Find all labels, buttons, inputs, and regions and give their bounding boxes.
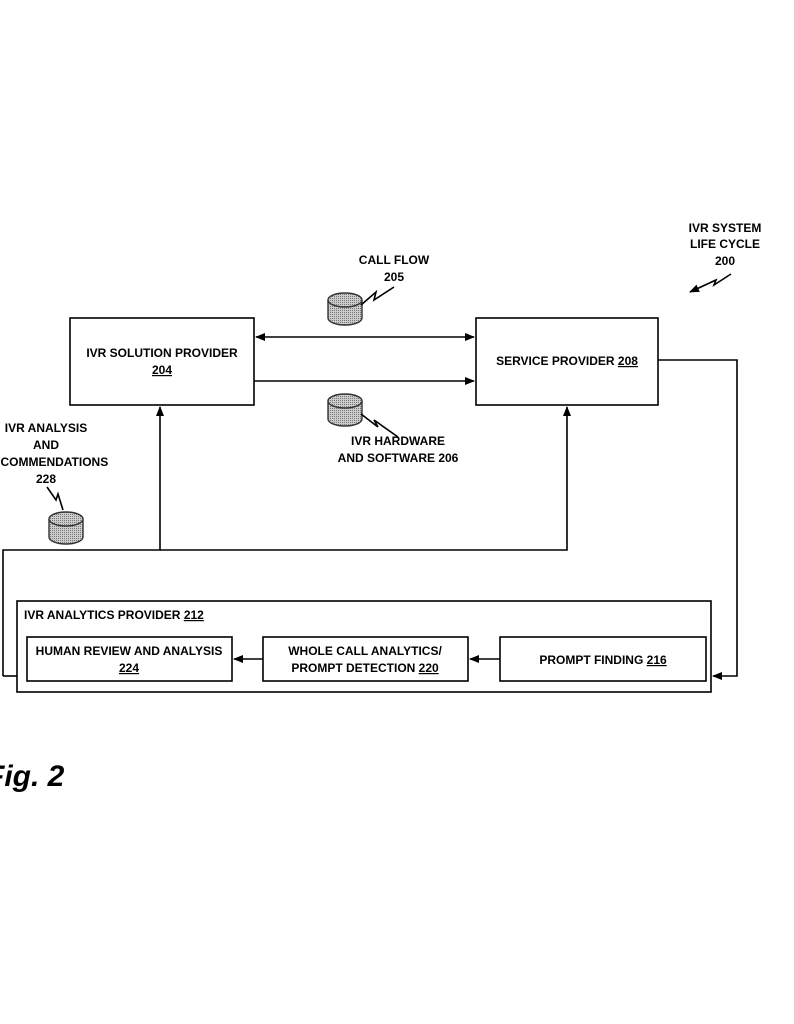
svg-text:SERVICE PROVIDER 208: SERVICE PROVIDER 208 <box>496 354 638 368</box>
service-provider-box: SERVICE PROVIDER 208 <box>475 317 659 406</box>
svg-text:224: 224 <box>119 661 139 675</box>
feedback-to-service-arrow <box>160 406 571 551</box>
hardware-database-icon <box>327 393 399 438</box>
svg-text:PROMPT FINDING 216: PROMPT FINDING 216 <box>539 653 667 667</box>
whole-call-analytics-box: WHOLE CALL ANALYTICS/ PROMPT DETECTION 2… <box>262 636 469 682</box>
svg-text:HUMAN REVIEW AND ANALYSIS: HUMAN REVIEW AND ANALYSIS <box>36 644 223 658</box>
recommendations-database-icon <box>46 486 84 545</box>
svg-text:RECOMMENDATIONS: RECOMMENDATIONS <box>0 455 108 469</box>
svg-text:IVR SYSTEM: IVR SYSTEM <box>689 221 762 235</box>
human-review-box: HUMAN REVIEW AND ANALYSIS 224 <box>26 636 233 682</box>
svg-text:PROMPT DETECTION 220: PROMPT DETECTION 220 <box>291 661 439 675</box>
lead-arrow-200 <box>689 273 732 293</box>
svg-text:204: 204 <box>152 363 172 377</box>
recommendations-label: IVR ANALYSIS AND RECOMMENDATIONS 228 <box>0 421 108 486</box>
svg-text:AND SOFTWARE 206: AND SOFTWARE 206 <box>338 451 459 465</box>
svg-text:CALL FLOW: CALL FLOW <box>359 253 430 267</box>
svg-text:WHOLE CALL ANALYTICS/: WHOLE CALL ANALYTICS/ <box>288 644 442 658</box>
call-flow-database-icon <box>327 286 395 326</box>
call-flow-label: CALL FLOW 205 <box>359 253 430 284</box>
life-cycle-label: IVR SYSTEM LIFE CYCLE 200 <box>689 221 762 268</box>
figure-label: Fig. 2 <box>0 760 65 793</box>
svg-text:AND: AND <box>33 438 59 452</box>
prompt-finding-box: PROMPT FINDING 216 <box>499 636 707 682</box>
svg-text:228: 228 <box>36 472 56 486</box>
svg-text:IVR HARDWARE: IVR HARDWARE <box>351 434 445 448</box>
svg-text:IVR ANALYSIS: IVR ANALYSIS <box>5 421 87 435</box>
service-to-analytics-arrow <box>658 359 738 680</box>
svg-text:200: 200 <box>715 254 735 268</box>
hardware-label: IVR HARDWARE AND SOFTWARE 206 <box>338 434 459 465</box>
feedback-to-solution-arrow <box>2 406 164 676</box>
svg-text:IVR ANALYTICS PROVIDER 212: IVR ANALYTICS PROVIDER 212 <box>24 608 204 622</box>
svg-text:LIFE CYCLE: LIFE CYCLE <box>690 237 760 251</box>
svg-text:205: 205 <box>384 270 404 284</box>
svg-text:IVR SOLUTION PROVIDER: IVR SOLUTION PROVIDER <box>86 346 238 360</box>
solution-provider-box: IVR SOLUTION PROVIDER 204 <box>69 317 255 406</box>
